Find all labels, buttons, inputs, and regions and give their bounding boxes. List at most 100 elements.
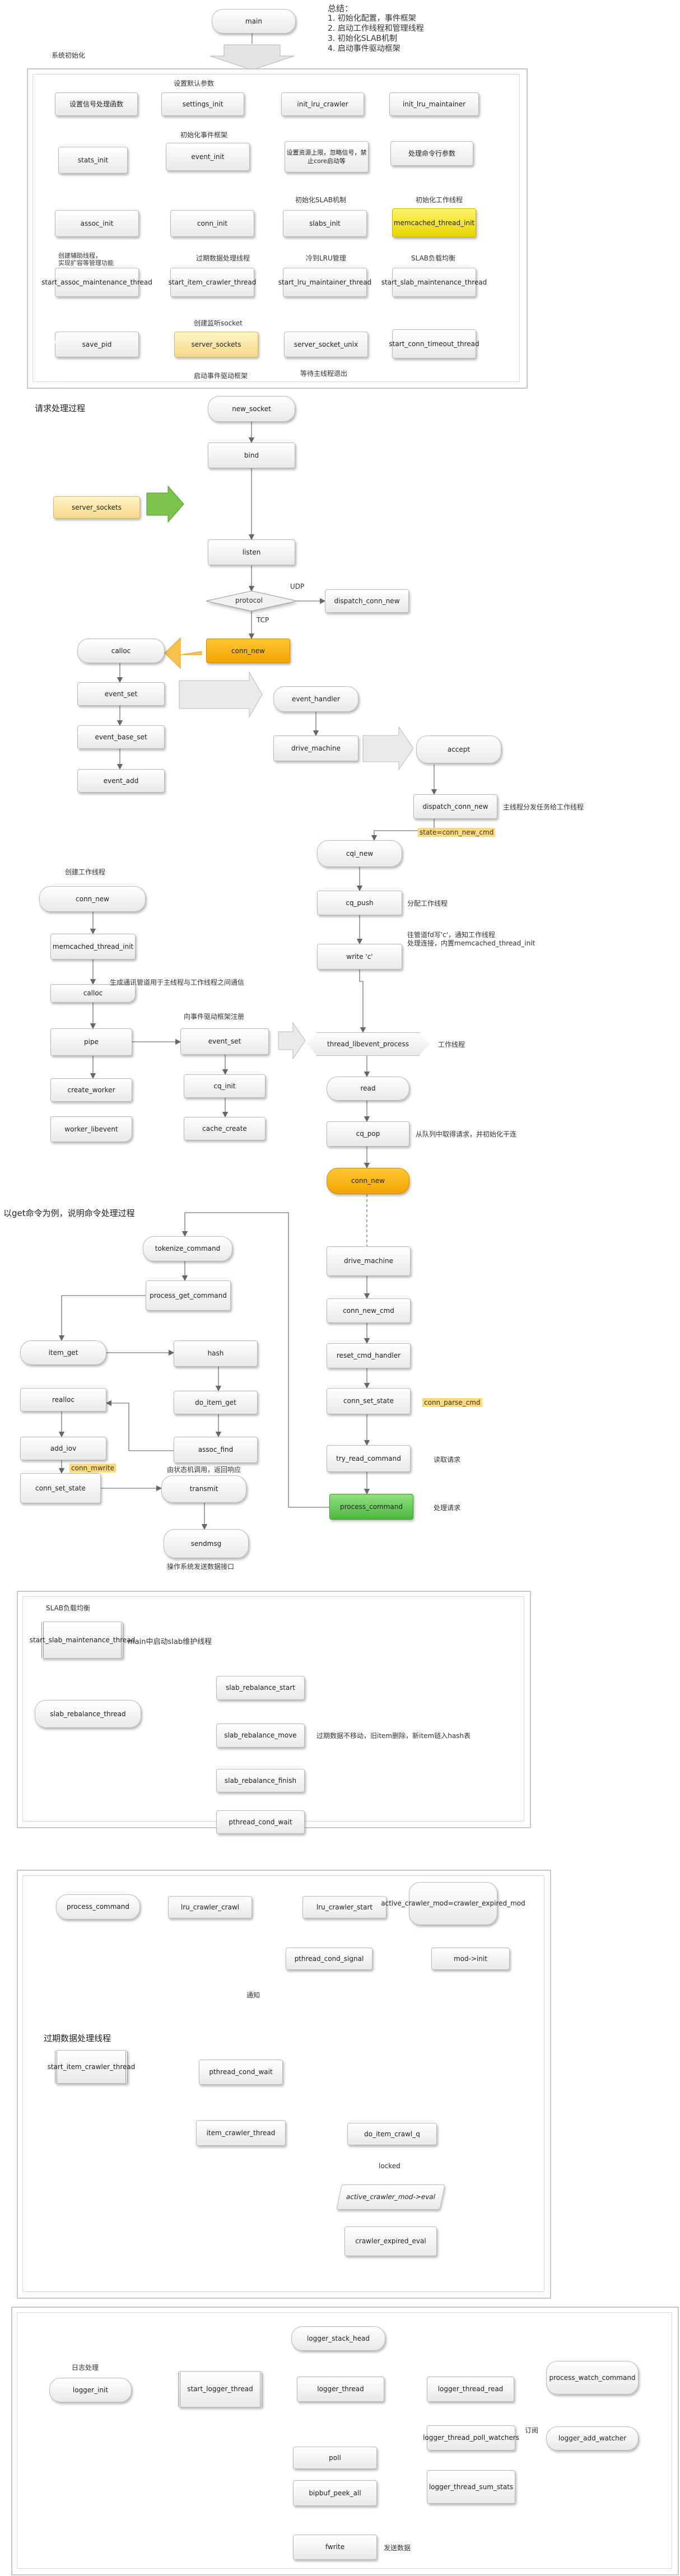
main-node: main bbox=[212, 9, 296, 34]
box-parse-args: 处理命令行参数 bbox=[390, 141, 473, 166]
box-slab-rebalance-finish: slab_rebalance_finish bbox=[216, 1769, 305, 1792]
box-assoc-init: assoc_init bbox=[55, 210, 139, 237]
box-start-item-crawler-thread: start_item_crawler_thread bbox=[48, 2050, 135, 2084]
box-signal-handler: 设置信号处理函数 bbox=[55, 92, 138, 116]
box-start-conn-timeout: start_conn_timeout_thread bbox=[389, 329, 479, 358]
box-conn-new-cmd: conn_new_cmd bbox=[327, 1298, 411, 1323]
box-pipe: calloc bbox=[50, 984, 136, 1003]
note-state-conn-new-cmd: state=conn_new_cmd bbox=[418, 828, 496, 837]
request-title: 请求处理过程 bbox=[35, 403, 86, 413]
box-tokenize-command: tokenize_command bbox=[143, 1236, 232, 1261]
note-worker-thread: 工作线程 bbox=[438, 1041, 465, 1049]
box-set-resource-limits: 设置资源上限，忽略信号，禁止core启动等 bbox=[285, 141, 369, 173]
box-slabs-init: slabs_init bbox=[283, 210, 367, 237]
note-lru-manage: 冷到LRU管理 bbox=[306, 254, 346, 262]
label-locked: locked bbox=[379, 2162, 400, 2170]
box-try-read-command: try_read_command bbox=[327, 1445, 411, 1472]
box-process-command-crawler: process_command bbox=[56, 1894, 140, 1920]
box-server-sockets: server_sockets bbox=[174, 332, 258, 357]
spacer bbox=[55, 285, 57, 287]
box-logger-init: logger_init bbox=[49, 2378, 132, 2402]
box-event-base-set: event_base_set bbox=[77, 725, 165, 749]
crawler-panel-inner bbox=[22, 1875, 544, 2292]
box-add-iov: add_iov bbox=[20, 1437, 106, 1460]
logger-title: 日志处理 bbox=[72, 2364, 99, 2372]
note-read-request: 读取请求 bbox=[434, 1456, 461, 1464]
note-create-worker: 创建工作线程 bbox=[65, 868, 106, 876]
box-worker-libevent: worker_libevent bbox=[50, 1116, 132, 1142]
init-panel-inner bbox=[32, 74, 520, 382]
box-logger-thread-read: logger_thread_read bbox=[427, 2377, 514, 2402]
box-req-server-sockets: server_sockets bbox=[53, 496, 140, 519]
box-conn-init: conn_init bbox=[170, 210, 254, 237]
box-cq-push: cq_push bbox=[317, 891, 402, 915]
box-logger-add-watcher: logger_add_watcher bbox=[546, 2426, 639, 2451]
box-item-get: item_get bbox=[20, 1340, 106, 1365]
note-worker-init: 初始化工作线程 bbox=[416, 196, 463, 204]
note-assign-worker: 分配工作线程 bbox=[407, 900, 448, 907]
box-write-c: write 'c' bbox=[317, 944, 402, 970]
note-default-params: 设置默认参数 bbox=[174, 80, 215, 87]
box-slab-rebalance-move: slab_rebalance_move bbox=[216, 1723, 305, 1748]
box-dispatch-conn-new: dispatch_conn_new bbox=[413, 794, 497, 819]
box-memcached-thread-init: memcached_thread_init bbox=[392, 208, 476, 237]
box-bind: bind bbox=[208, 442, 295, 468]
box-process-get-command: process_get_command bbox=[146, 1280, 231, 1311]
note-pop-request: 从队列中取得请求，并初始化干连 bbox=[416, 1130, 517, 1138]
box-conn-new: conn_new bbox=[206, 639, 290, 663]
box-logger-thread-sum-stats: logger_thread_sum_stats bbox=[427, 2470, 515, 2504]
box-slab-rebalance-thread: slab_rebalance_thread bbox=[35, 1700, 141, 1728]
crawler-title: 过期数据处理线程 bbox=[44, 2033, 111, 2043]
label-protocol: protocol bbox=[235, 597, 263, 604]
spacer4 bbox=[55, 342, 57, 344]
slab-title: SLAB负载均衡 bbox=[46, 1604, 91, 1612]
note-by-state-machine: 由状态机调用，返回响应 bbox=[167, 1466, 241, 1474]
box-conn-set-state-2: conn_set_state bbox=[327, 1388, 411, 1414]
box-cache-create: cache_create bbox=[184, 1117, 266, 1140]
box-logger-thread-poll-watchers: logger_thread_poll_watchers bbox=[423, 2425, 519, 2451]
box-event-set: event_set bbox=[77, 682, 165, 706]
note-main-starts-slab: main中启动slab维护线程 bbox=[128, 1638, 212, 1646]
note-os-send: 操作系统发送数据接口 bbox=[167, 1563, 235, 1571]
box-read: read bbox=[327, 1077, 409, 1101]
box-save-pid: save_pid bbox=[55, 332, 139, 357]
box-bipbuf-peek-all: bipbuf_peek_all bbox=[293, 2480, 377, 2506]
box-init-lru-crawler: init_lru_crawler bbox=[281, 92, 364, 116]
box-crawler-expired-eval: crawler_expired_eval bbox=[344, 2226, 437, 2256]
box-dispatch-conn-new-udp: dispatch_conn_new bbox=[325, 589, 409, 613]
box-event-init: event_init bbox=[166, 143, 250, 171]
box-poll: poll bbox=[293, 2447, 377, 2469]
note-subscribe: 订阅 bbox=[525, 2426, 539, 2434]
box-event-handler: event_handler bbox=[273, 686, 358, 712]
box-drive-machine: drive_machine bbox=[273, 735, 358, 761]
box-create-worker: create_worker bbox=[50, 1078, 132, 1102]
box-stats-init: stats_init bbox=[58, 147, 128, 174]
note-slab-balance: SLAB负载均衡 bbox=[411, 254, 456, 262]
box-cq-init: cq_init bbox=[184, 1074, 266, 1098]
summary-heading: 总结： bbox=[328, 3, 353, 13]
box-process-command: process_command bbox=[329, 1494, 413, 1520]
box-server-socket-unix: server_socket_unix bbox=[284, 332, 368, 357]
box-do-item-get: do_item_get bbox=[174, 1391, 258, 1414]
note-create-socket: 创建监听socket bbox=[194, 319, 243, 327]
box-start-lru-maintainer: start_lru_maintainer_thread bbox=[278, 268, 371, 297]
command-title: 以get命令为例，说明命令处理过程 bbox=[3, 1208, 135, 1218]
note-conn-parse-cmd: conn_parse_cmd bbox=[422, 1398, 482, 1407]
box-reset-cmd-handler: reset_cmd_handler bbox=[327, 1343, 411, 1368]
box-worker-event-set: event_set bbox=[180, 1028, 269, 1055]
box-memcached-thread-init-req: conn_new bbox=[39, 886, 146, 912]
box-sendmsg: sendmsg bbox=[164, 1529, 249, 1558]
box-init-lru-maintainer: init_lru_maintainer bbox=[389, 92, 479, 116]
note-expired-thread: 过期数据处理线程 bbox=[196, 254, 250, 262]
box-slab-rebalance-start: slab_rebalance_start bbox=[216, 1676, 305, 1700]
box-start-assoc-maintenance: start_assoc_maintenance_thread bbox=[41, 268, 152, 297]
box-cqi-new: cqi_new bbox=[317, 840, 402, 867]
summary-item-1: 1. 初始化配置，事件框架 bbox=[328, 14, 416, 23]
box-transmit: transmit bbox=[161, 1475, 246, 1503]
box-settings-init: settings_init bbox=[161, 92, 244, 116]
summary-item-3: 3. 初始化SLAB机制 bbox=[328, 34, 397, 43]
box-start-item-crawler: start_item_crawler_thread bbox=[169, 268, 256, 297]
note-start-event-loop: 启动事件驱动框架 bbox=[194, 372, 248, 380]
note-assoc-thread: 创建辅助线程， 实现扩容等管理功能 bbox=[58, 252, 114, 267]
note-process-request: 处理请求 bbox=[434, 1504, 461, 1512]
